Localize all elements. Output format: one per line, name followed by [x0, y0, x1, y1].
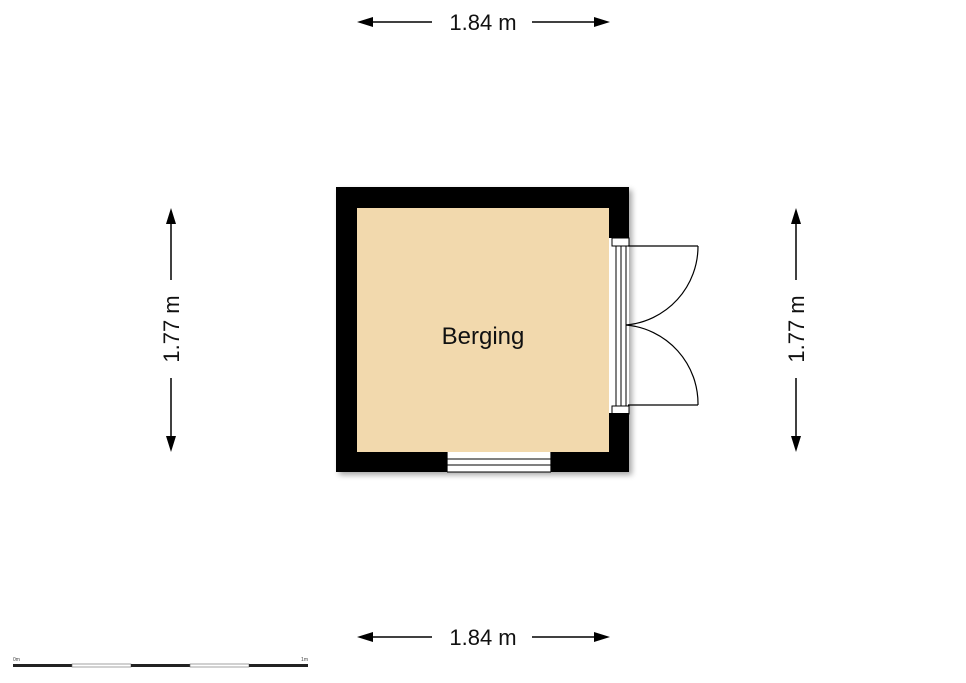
scale-bar-start-label: 0m — [13, 657, 20, 663]
room-floor — [357, 208, 609, 452]
dimension-right-label: 1.77 m — [784, 295, 809, 362]
door-right — [609, 237, 699, 415]
room-label: Berging — [442, 323, 525, 350]
dimension-top: 1.84 m — [357, 10, 610, 35]
dimension-bottom-label: 1.84 m — [449, 625, 516, 650]
dimension-top-label: 1.84 m — [449, 10, 516, 35]
scale-bar-end-label: 1m — [301, 657, 308, 663]
dimension-right: 1.77 m — [784, 208, 809, 452]
dimension-left: 1.77 m — [159, 208, 184, 452]
dimension-bottom: 1.84 m — [357, 625, 610, 650]
scale-bar: 0m 1m — [13, 657, 308, 668]
window-bottom — [446, 452, 552, 473]
room-berging — [336, 187, 629, 472]
dimension-left-label: 1.77 m — [159, 295, 184, 362]
